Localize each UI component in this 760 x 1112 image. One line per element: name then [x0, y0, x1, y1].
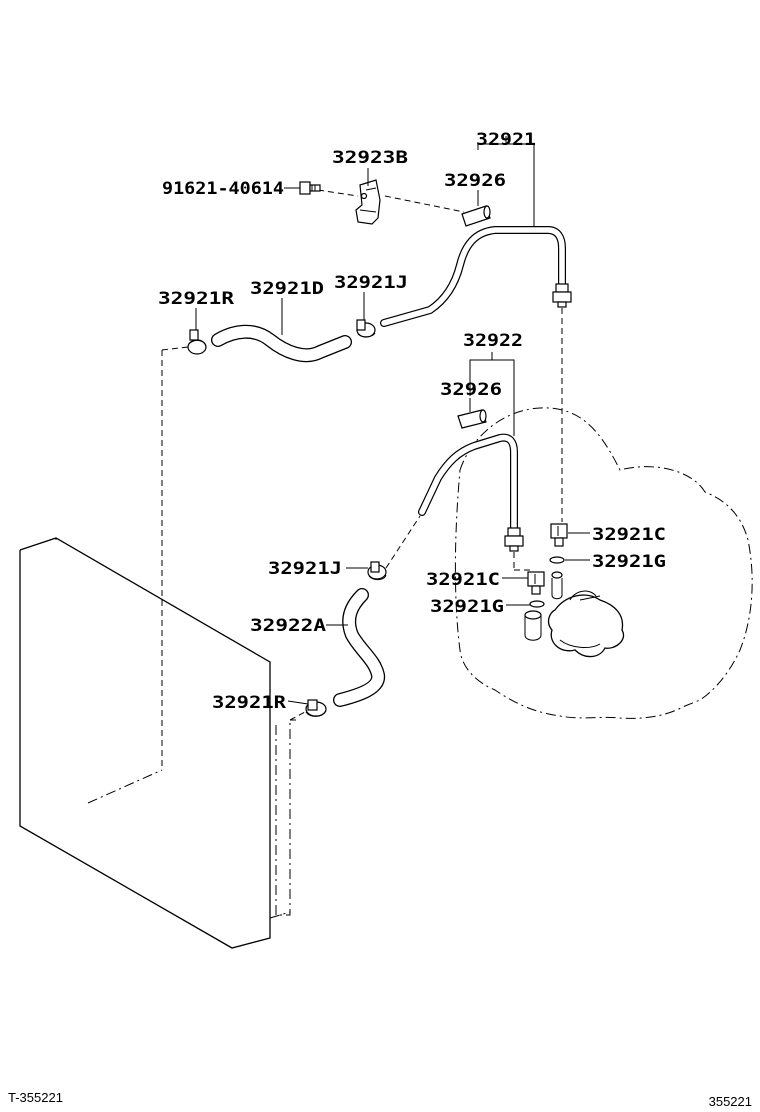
- label-32921c-left: 32921C: [426, 570, 500, 590]
- footer-code-left: T-355221: [8, 1090, 63, 1105]
- label-91621-40614: 91621-40614: [162, 179, 284, 199]
- label-32926-lower: 32926: [440, 380, 502, 400]
- lower-oil-cooler-pipe: [418, 433, 530, 571]
- bolt-91621-40614: [299, 181, 321, 195]
- hose-32922a: [333, 588, 385, 707]
- label-32921j-upper: 32921J: [334, 273, 408, 293]
- gasket-32921g-left: [529, 600, 545, 608]
- hose-32921d: [211, 324, 352, 363]
- gasket-32921g-right: [549, 556, 565, 564]
- bracket-32923b: [355, 179, 381, 225]
- label-32921r-lower: 32921R: [212, 693, 287, 713]
- sleeve-32926-lower: [457, 409, 487, 429]
- label-32922: 32922: [463, 331, 523, 351]
- label-32921g-right: 32921G: [592, 552, 666, 572]
- footer-code-right: 355221: [709, 1094, 752, 1109]
- label-32921: 32921: [476, 130, 536, 150]
- sleeve-32926-upper: [461, 205, 491, 227]
- label-32921d: 32921D: [250, 279, 324, 299]
- union-32921c-left: [527, 571, 545, 595]
- label-32921j-lower: 32921J: [268, 559, 342, 579]
- leader-lines: [195, 136, 590, 705]
- part-labels: 32921 32923B 91621-40614 32926 32921R 32…: [158, 130, 666, 713]
- label-32923b: 32923B: [332, 148, 408, 168]
- clamp-32921j-lower: [367, 561, 387, 581]
- clamp-32921r-upper: [187, 329, 207, 355]
- label-32922a: 32922A: [250, 616, 326, 636]
- union-32921c-right: [550, 523, 568, 547]
- upper-oil-cooler-pipe: [380, 226, 572, 522]
- label-32926-upper: 32926: [444, 171, 506, 191]
- clamp-32921r-lower: [305, 699, 327, 717]
- clamp-32921j-upper: [356, 319, 376, 338]
- radiator: [19, 350, 291, 949]
- connection-lines: [161, 189, 465, 721]
- label-32921c-right: 32921C: [592, 525, 666, 545]
- label-32921g-left: 32921G: [430, 597, 504, 617]
- transmission-outline: [454, 407, 753, 719]
- label-32921r-upper: 32921R: [158, 289, 235, 309]
